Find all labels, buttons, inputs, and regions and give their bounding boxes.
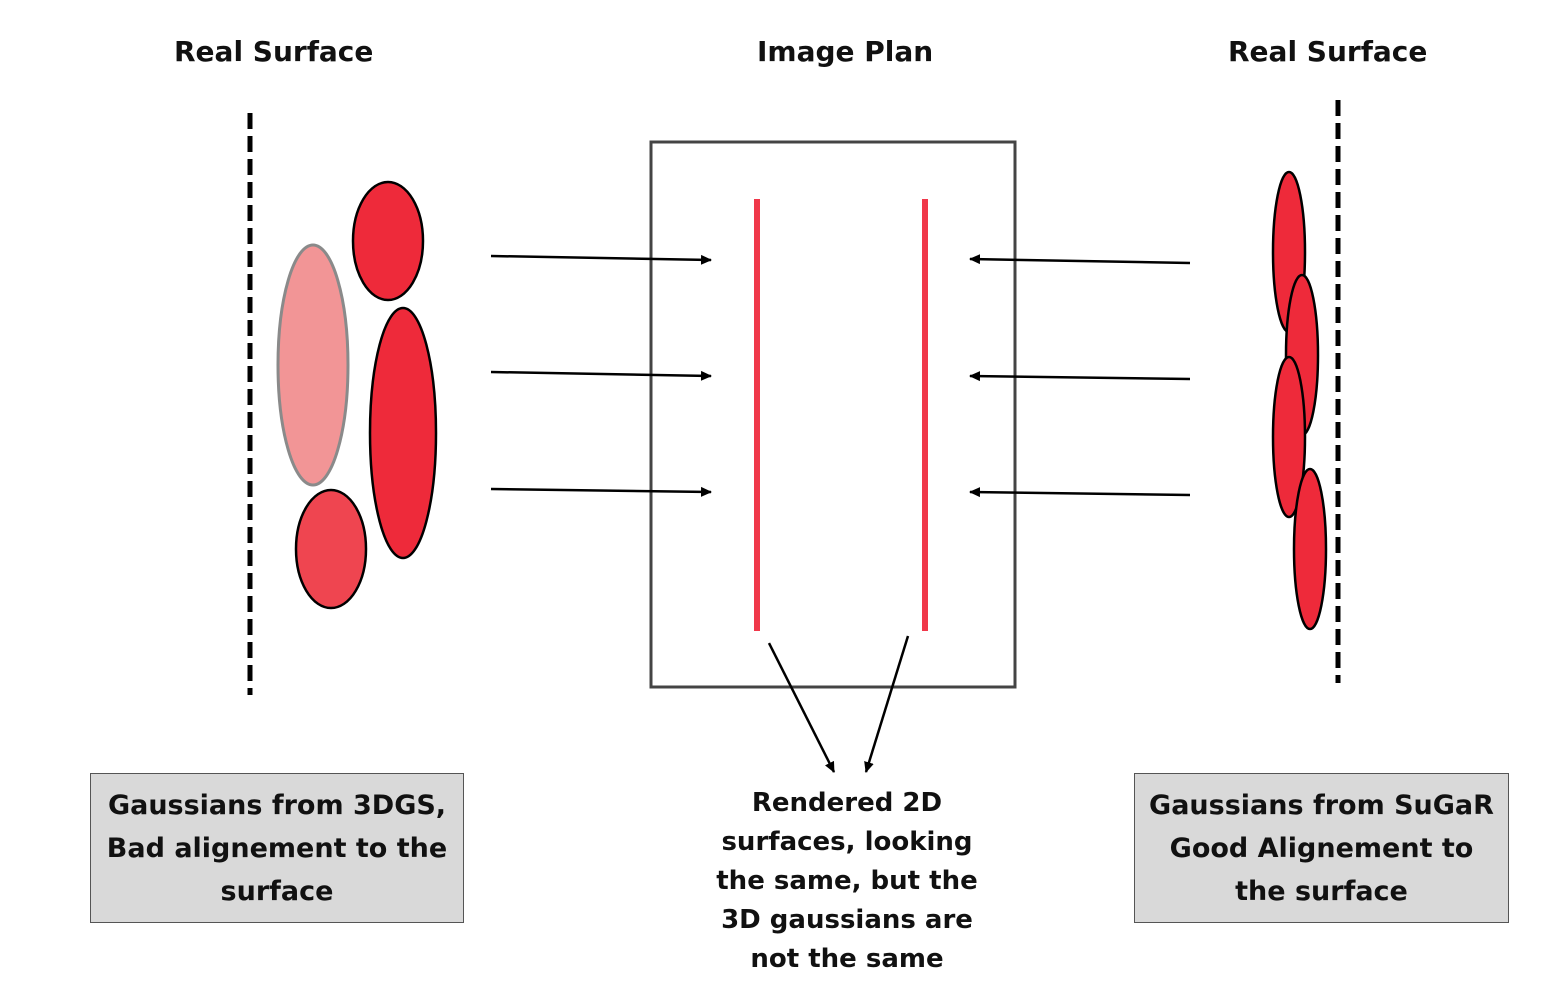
- caption-sugar: Gaussians from SuGaR Good Alignement to …: [1134, 773, 1509, 923]
- note-line: the same, but the: [716, 866, 978, 896]
- sugar-gaussian-4: [1292, 467, 1328, 631]
- note-line: surfaces, looking: [721, 827, 973, 857]
- projection-arrow-left-2: [490, 370, 712, 381]
- gaussian-tall-ellipse: [368, 306, 438, 560]
- note-line: Rendered 2D: [751, 788, 943, 818]
- note-line: not the same: [750, 944, 944, 974]
- sugar-gaussian-3: [1271, 355, 1307, 519]
- gaussian-faded-ellipse: [276, 243, 350, 487]
- caption-sugar-line: Gaussians from SuGaR: [1149, 789, 1494, 821]
- left-real-surface-heading: Real Surface: [174, 35, 374, 68]
- projection-arrow-right-3: [969, 487, 1191, 498]
- image-plane-frame: [649, 140, 1017, 689]
- caption-sugar-line: the surface: [1235, 875, 1408, 907]
- rendered-surfaces-note: Rendered 2D surfaces, looking the same, …: [697, 784, 997, 979]
- caption-3dgs-line: Bad alignement to the: [106, 832, 448, 864]
- note-line: 3D gaussians are: [721, 905, 973, 935]
- projection-arrow-left-3: [490, 486, 712, 497]
- caption-3dgs-line: Gaussians from 3DGS,: [107, 789, 447, 821]
- caption-3dgs-line: surface: [220, 875, 334, 907]
- gaussian-top-ellipse: [351, 180, 425, 302]
- projection-arrow-right-2: [969, 371, 1191, 382]
- note-arrow-left: [767, 642, 836, 773]
- right-real-surface-heading: Real Surface: [1228, 35, 1428, 68]
- image-plan-heading: Image Plan: [757, 35, 934, 68]
- caption-3dgs: Gaussians from 3DGS, Bad alignement to t…: [90, 773, 464, 923]
- gaussian-bottom-ellipse: [294, 488, 368, 610]
- caption-sugar-line: Good Alignement to: [1169, 832, 1474, 864]
- projection-arrow-left-1: [490, 254, 712, 265]
- note-arrow-right: [864, 635, 910, 773]
- projection-arrow-right-1: [969, 254, 1191, 265]
